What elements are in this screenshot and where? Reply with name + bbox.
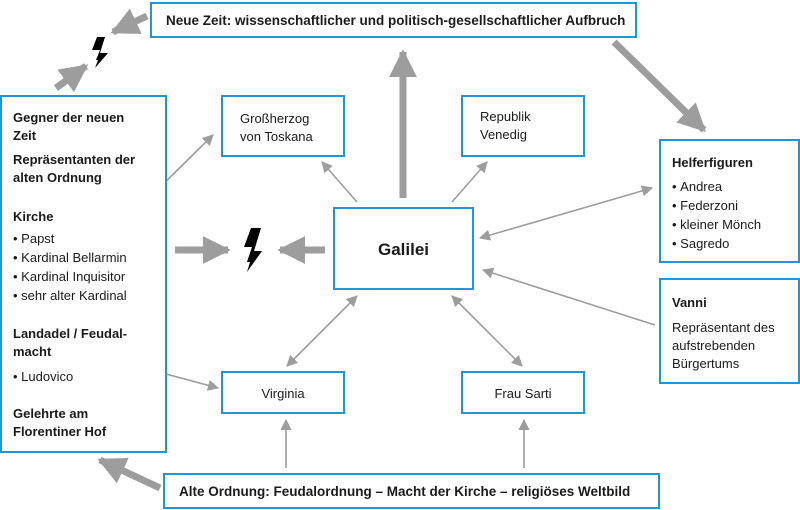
grossherzog-line1: Großherzog <box>240 111 310 126</box>
frau-sarti-box: Frau Sarti <box>461 371 585 414</box>
list-item: Andrea <box>672 177 761 196</box>
helfer-list: Andrea Federzoni kleiner Mönch Sagredo <box>672 177 761 253</box>
repraesentanten-line1: Repräsentanten der <box>13 152 136 167</box>
arrow-vanni-to-galilei <box>481 267 656 326</box>
kirche-heading: Kirche <box>13 209 54 224</box>
alte-ordnung-label: Alte Ordnung: Feudalordnung – Macht der … <box>179 484 631 499</box>
vanni-desc-line3: Bürgertums <box>672 356 740 371</box>
list-item: Papst <box>13 229 127 248</box>
republik-venedig-box: Republik Venedig <box>461 95 585 157</box>
gegner-heading-line2: Zeit <box>13 128 37 143</box>
helfer-title: Helferfiguren <box>672 155 753 170</box>
vanni-box: Vanni Repräsentant des aufstrebenden Bür… <box>659 278 800 384</box>
neue-zeit-box: Neue Zeit: wissenschaftlicher und politi… <box>150 2 637 38</box>
list-item: Kardinal Inquisitor <box>13 267 127 286</box>
list-item: Sagredo <box>672 234 761 253</box>
galilei-label: Galilei <box>377 240 430 259</box>
arrow-gegner-to-conflict <box>53 63 89 93</box>
helferfiguren-box: Helferfiguren Andrea Federzoni kleiner M… <box>659 139 800 263</box>
landadel-line2: macht <box>13 344 52 359</box>
republik-line1: Republik <box>480 109 531 124</box>
kirche-list: Papst Kardinal Bellarmin Kardinal Inquis… <box>13 229 127 305</box>
gegner-box: Gegner der neuen Zeit Repräsentanten der… <box>0 95 167 453</box>
gelehrte-line2: Florentiner Hof <box>13 424 107 439</box>
landadel-line1: Landadel / Feudal- <box>13 326 128 341</box>
gelehrte-line1: Gelehrte am <box>13 406 89 421</box>
galilei-box: Galilei <box>333 207 474 290</box>
vanni-title: Vanni <box>672 295 707 310</box>
arrow-neue-zeit-to-conflict <box>110 8 149 36</box>
landadel-list: Ludovico <box>13 367 73 386</box>
arrow-alte-ordnung-to-gegner <box>97 456 162 492</box>
grossherzog-line2: von Toskana <box>240 129 313 144</box>
vanni-desc-line1: Repräsentant des <box>672 320 775 335</box>
gegner-heading-line1: Gegner der neuen <box>13 110 125 125</box>
grossherzog-box: Großherzog von Toskana <box>221 95 345 157</box>
arrow-galilei-to-republik <box>451 161 488 203</box>
vanni-desc-line2: aufstrebenden <box>672 338 756 353</box>
republik-line2: Venedig <box>480 127 527 142</box>
alte-ordnung-box: Alte Ordnung: Feudalordnung – Macht der … <box>163 473 660 509</box>
arrow-galilei-virginia <box>286 295 358 367</box>
lightning-icon <box>92 37 108 68</box>
arrow-galilei-frau-sarti <box>451 295 523 367</box>
repraesentanten-line2: alten Ordnung <box>13 170 102 185</box>
list-item: kleiner Mönch <box>672 215 761 234</box>
list-item: Federzoni <box>672 196 761 215</box>
neue-zeit-label: Neue Zeit: wissenschaftlicher und politi… <box>166 13 626 28</box>
list-item: Ludovico <box>13 367 73 386</box>
virginia-box: Virginia <box>221 371 345 414</box>
arrow-galilei-to-grossherzog <box>321 161 358 203</box>
frau-sarti-label: Frau Sarti <box>494 386 552 401</box>
arrow-neue-zeit-to-helfer <box>611 39 707 133</box>
lightning-icon <box>244 228 262 272</box>
arrow-galilei-helfer <box>478 185 654 241</box>
list-item: Kardinal Bellarmin <box>13 248 127 267</box>
virginia-label: Virginia <box>261 386 305 401</box>
list-item: sehr alter Kardinal <box>13 286 127 305</box>
